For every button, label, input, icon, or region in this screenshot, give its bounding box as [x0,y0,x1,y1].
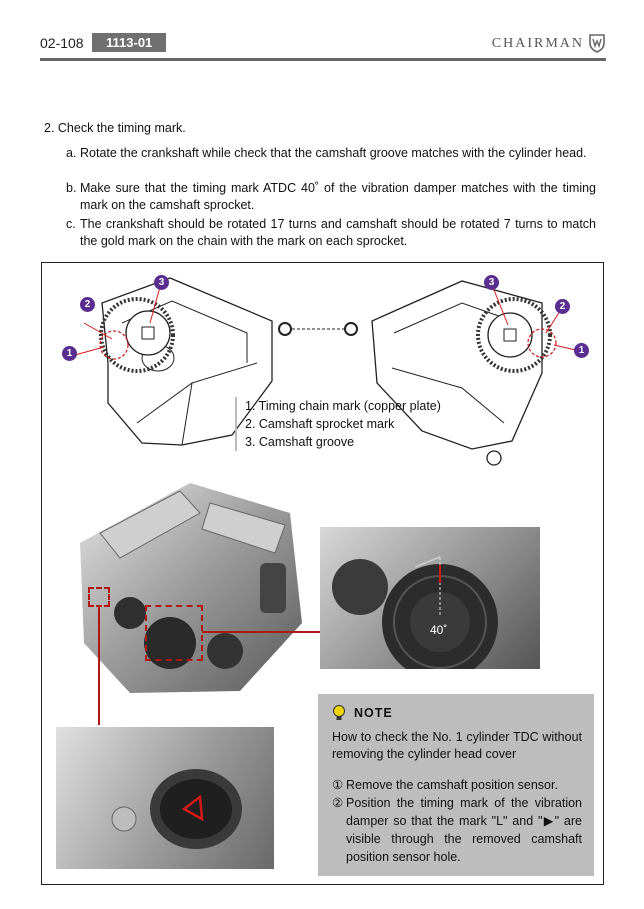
step-heading: 2. Check the timing mark. [44,121,186,135]
substep-text: The crankshaft should be rotated 17 turn… [80,217,596,248]
page-header: 02-108 1113-01 CHAIRMAN [40,30,606,62]
substep-b: b. Make sure that the timing mark ATDC 4… [66,180,596,214]
substep-c: c. The crankshaft should be rotated 17 t… [66,216,596,250]
legend-item: 3. Camshaft groove [245,435,355,449]
section-code-badge: 1113-01 [92,33,167,52]
note-item-number: ① [332,778,344,792]
sensor-highlight-box [88,587,110,607]
brand-name: CHAIRMAN [491,36,584,51]
vibration-damper-photo: 40˚ [320,527,540,669]
substep-text: Rotate the crankshaft while check that t… [80,146,587,160]
substep-text: Make sure that the timing mark ATDC 40˚ … [80,181,596,212]
substep-label: a. [66,146,77,160]
substep-label: b. [66,181,77,195]
leader-line [202,631,320,633]
note-item-number: ② [332,796,344,810]
header-rule [40,58,606,61]
cylinder-head-diagram [74,277,581,466]
note-item: ① Remove the camshaft position sensor. [332,776,582,794]
callout-badge-1-right: 1 [574,343,589,358]
engine-photo [70,473,310,701]
note-list: ① Remove the camshaft position sensor. ②… [332,776,582,866]
note-item-text: Remove the camshaft position sensor. [346,778,558,792]
brand-shield-icon [589,34,605,53]
sensor-hole-photo [56,727,274,869]
substep-label: c. [66,217,76,231]
note-item: ② Position the timing mark of the vibrat… [332,794,582,866]
note-item-text: Position the timing mark of the vibratio… [346,796,582,864]
note-intro: How to check the No. 1 cylinder TDC with… [332,730,582,761]
damper-highlight-box [145,605,203,661]
page-number: 02-108 [40,35,84,51]
callout-badge-2-right: 2 [555,299,570,314]
legend-item: 1. Timing chain mark (copper plate) [245,399,441,413]
timing-mark-figure: 1 2 3 3 2 1 1. Timing chain mark (copper… [41,262,604,885]
callout-badge-3: 3 [154,275,169,290]
legend-item: 2. Camshaft sprocket mark [245,417,395,431]
figure-legend: 1. Timing chain mark (copper plate) 2. C… [235,397,441,451]
note-box: NOTE How to check the No. 1 cylinder TDC… [318,694,594,876]
lightbulb-icon [333,705,345,720]
callout-badge-1: 1 [62,346,77,361]
note-title: NOTE [354,706,393,720]
damper-angle-label: 40˚ [430,623,448,637]
callout-badge-2: 2 [80,297,95,312]
substep-a: a. Rotate the crankshaft while check tha… [66,145,596,162]
leader-line [98,607,100,725]
callout-badge-3-right: 3 [484,275,499,290]
